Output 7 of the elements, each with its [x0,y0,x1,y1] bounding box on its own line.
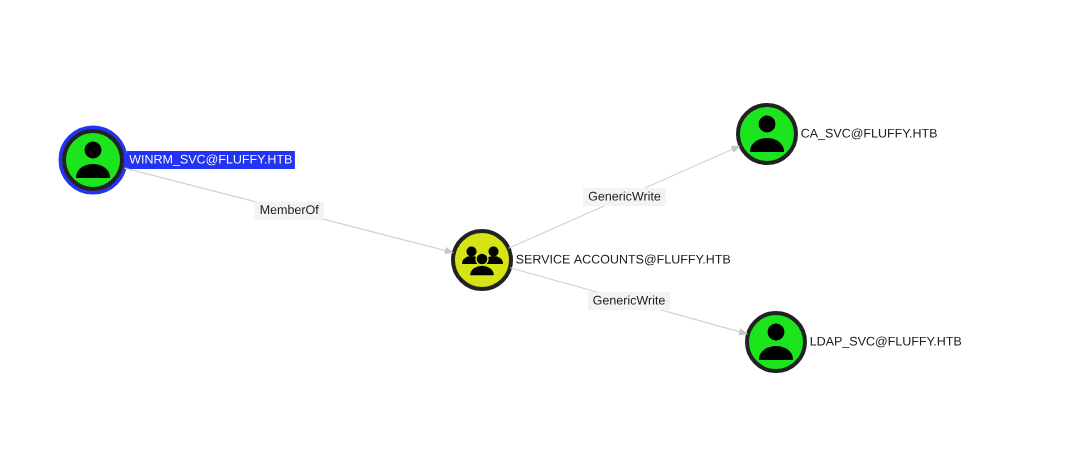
node-label: WINRM_SVC@FLUFFY.HTB [126,151,295,169]
node-label: LDAP_SVC@FLUFFY.HTB [810,336,962,348]
edge-label: MemberOf [254,201,324,220]
edge-label: GenericWrite [583,188,666,206]
node-label: CA_SVC@FLUFFY.HTB [801,128,937,140]
edge-label: GenericWrite [587,292,671,310]
node-label: SERVICE ACCOUNTS@FLUFFY.HTB [516,254,731,266]
